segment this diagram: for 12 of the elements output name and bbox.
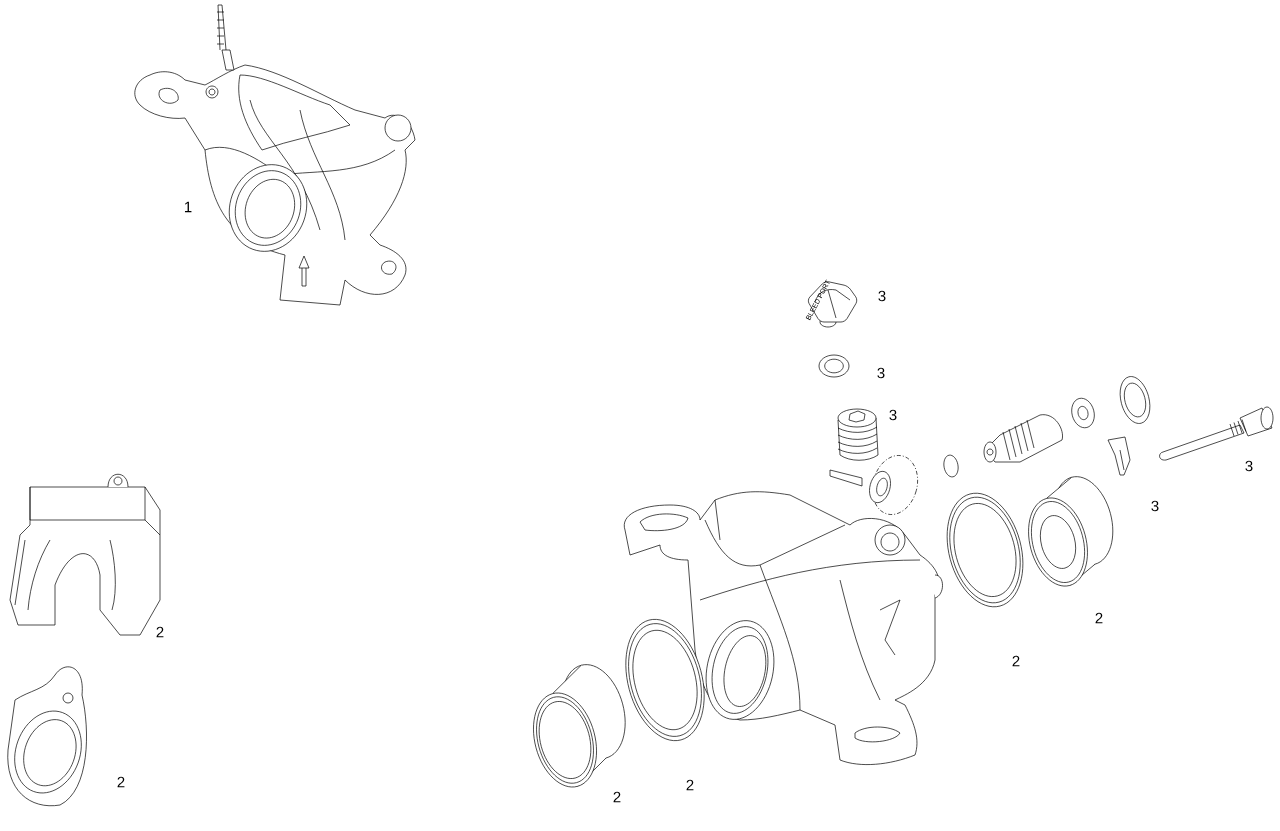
- callout-number: 3: [889, 409, 897, 421]
- callout-number: 2: [613, 791, 621, 803]
- callout-number: 2: [686, 779, 694, 791]
- callout-number: 1: [185, 201, 192, 213]
- callout-number: 3: [1245, 460, 1253, 472]
- callout-number: 2: [1095, 612, 1103, 624]
- callout-number: 3: [1151, 500, 1159, 512]
- callout-number: 2: [156, 626, 164, 638]
- callout-number: 3: [878, 290, 886, 302]
- callout-number: 2: [117, 776, 125, 788]
- callout-number: 3: [877, 367, 885, 379]
- callout-number: 2: [1012, 655, 1020, 667]
